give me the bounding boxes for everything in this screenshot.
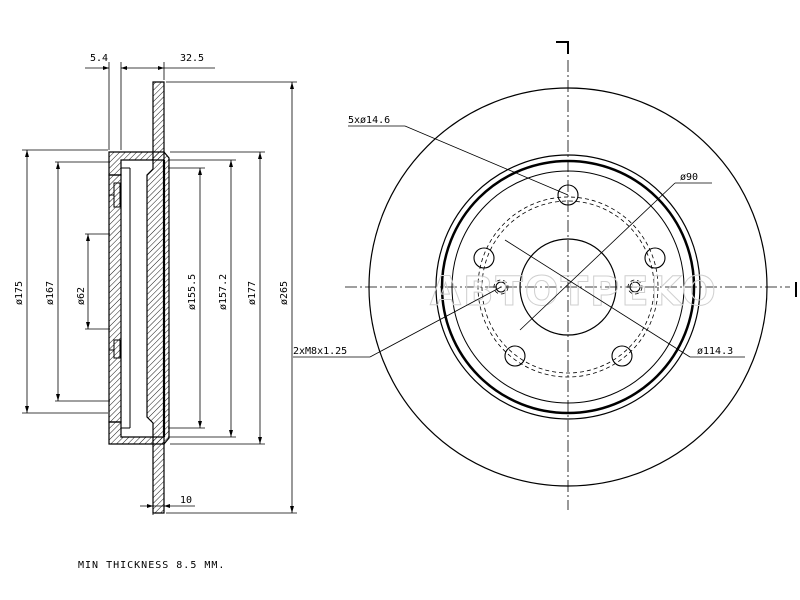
side-section-view: 5.4 32.5 10 ø175 ø167 ø62 xyxy=(14,53,297,515)
dim-outer-175: ø175 xyxy=(14,281,25,305)
bolt-hole xyxy=(473,247,495,269)
bolt-hole xyxy=(611,345,633,367)
dim-threads: 2xM8x1.25 xyxy=(293,346,347,357)
dim-bolt-holes: 5xø14.6 xyxy=(348,115,390,126)
dim-bore-62: ø62 xyxy=(76,287,87,305)
watermark: ABTOTPEKO xyxy=(430,269,718,315)
min-thickness-note: MIN THICKNESS 8.5 MM. xyxy=(78,560,225,571)
dim-center-90: ø90 xyxy=(680,172,698,183)
disc-flange-section xyxy=(146,81,170,514)
dim-disc-265: ø265 xyxy=(279,281,290,305)
front-view: ABTOTPEKO 5xø14.6 ø90 2xM8x1.25 ø114.3 xyxy=(293,41,797,510)
dim-pcd: ø114.3 xyxy=(697,346,733,357)
bolt-hole xyxy=(504,345,526,367)
dim-hub-167: ø167 xyxy=(45,281,56,305)
bolt-hole xyxy=(644,247,666,269)
dim-drum-177: ø177 xyxy=(247,281,258,305)
dim-inner-157-2: ø157.2 xyxy=(218,274,229,310)
stud-lower xyxy=(113,339,121,359)
dim-inner-155-5: ø155.5 xyxy=(187,274,198,310)
dim-hub-offset: 5.4 xyxy=(90,53,108,64)
dim-thickness: 10 xyxy=(180,495,192,506)
dim-hat-height: 32.5 xyxy=(180,53,204,64)
section-mark-top xyxy=(556,41,569,54)
hat-wall-section xyxy=(108,174,122,423)
